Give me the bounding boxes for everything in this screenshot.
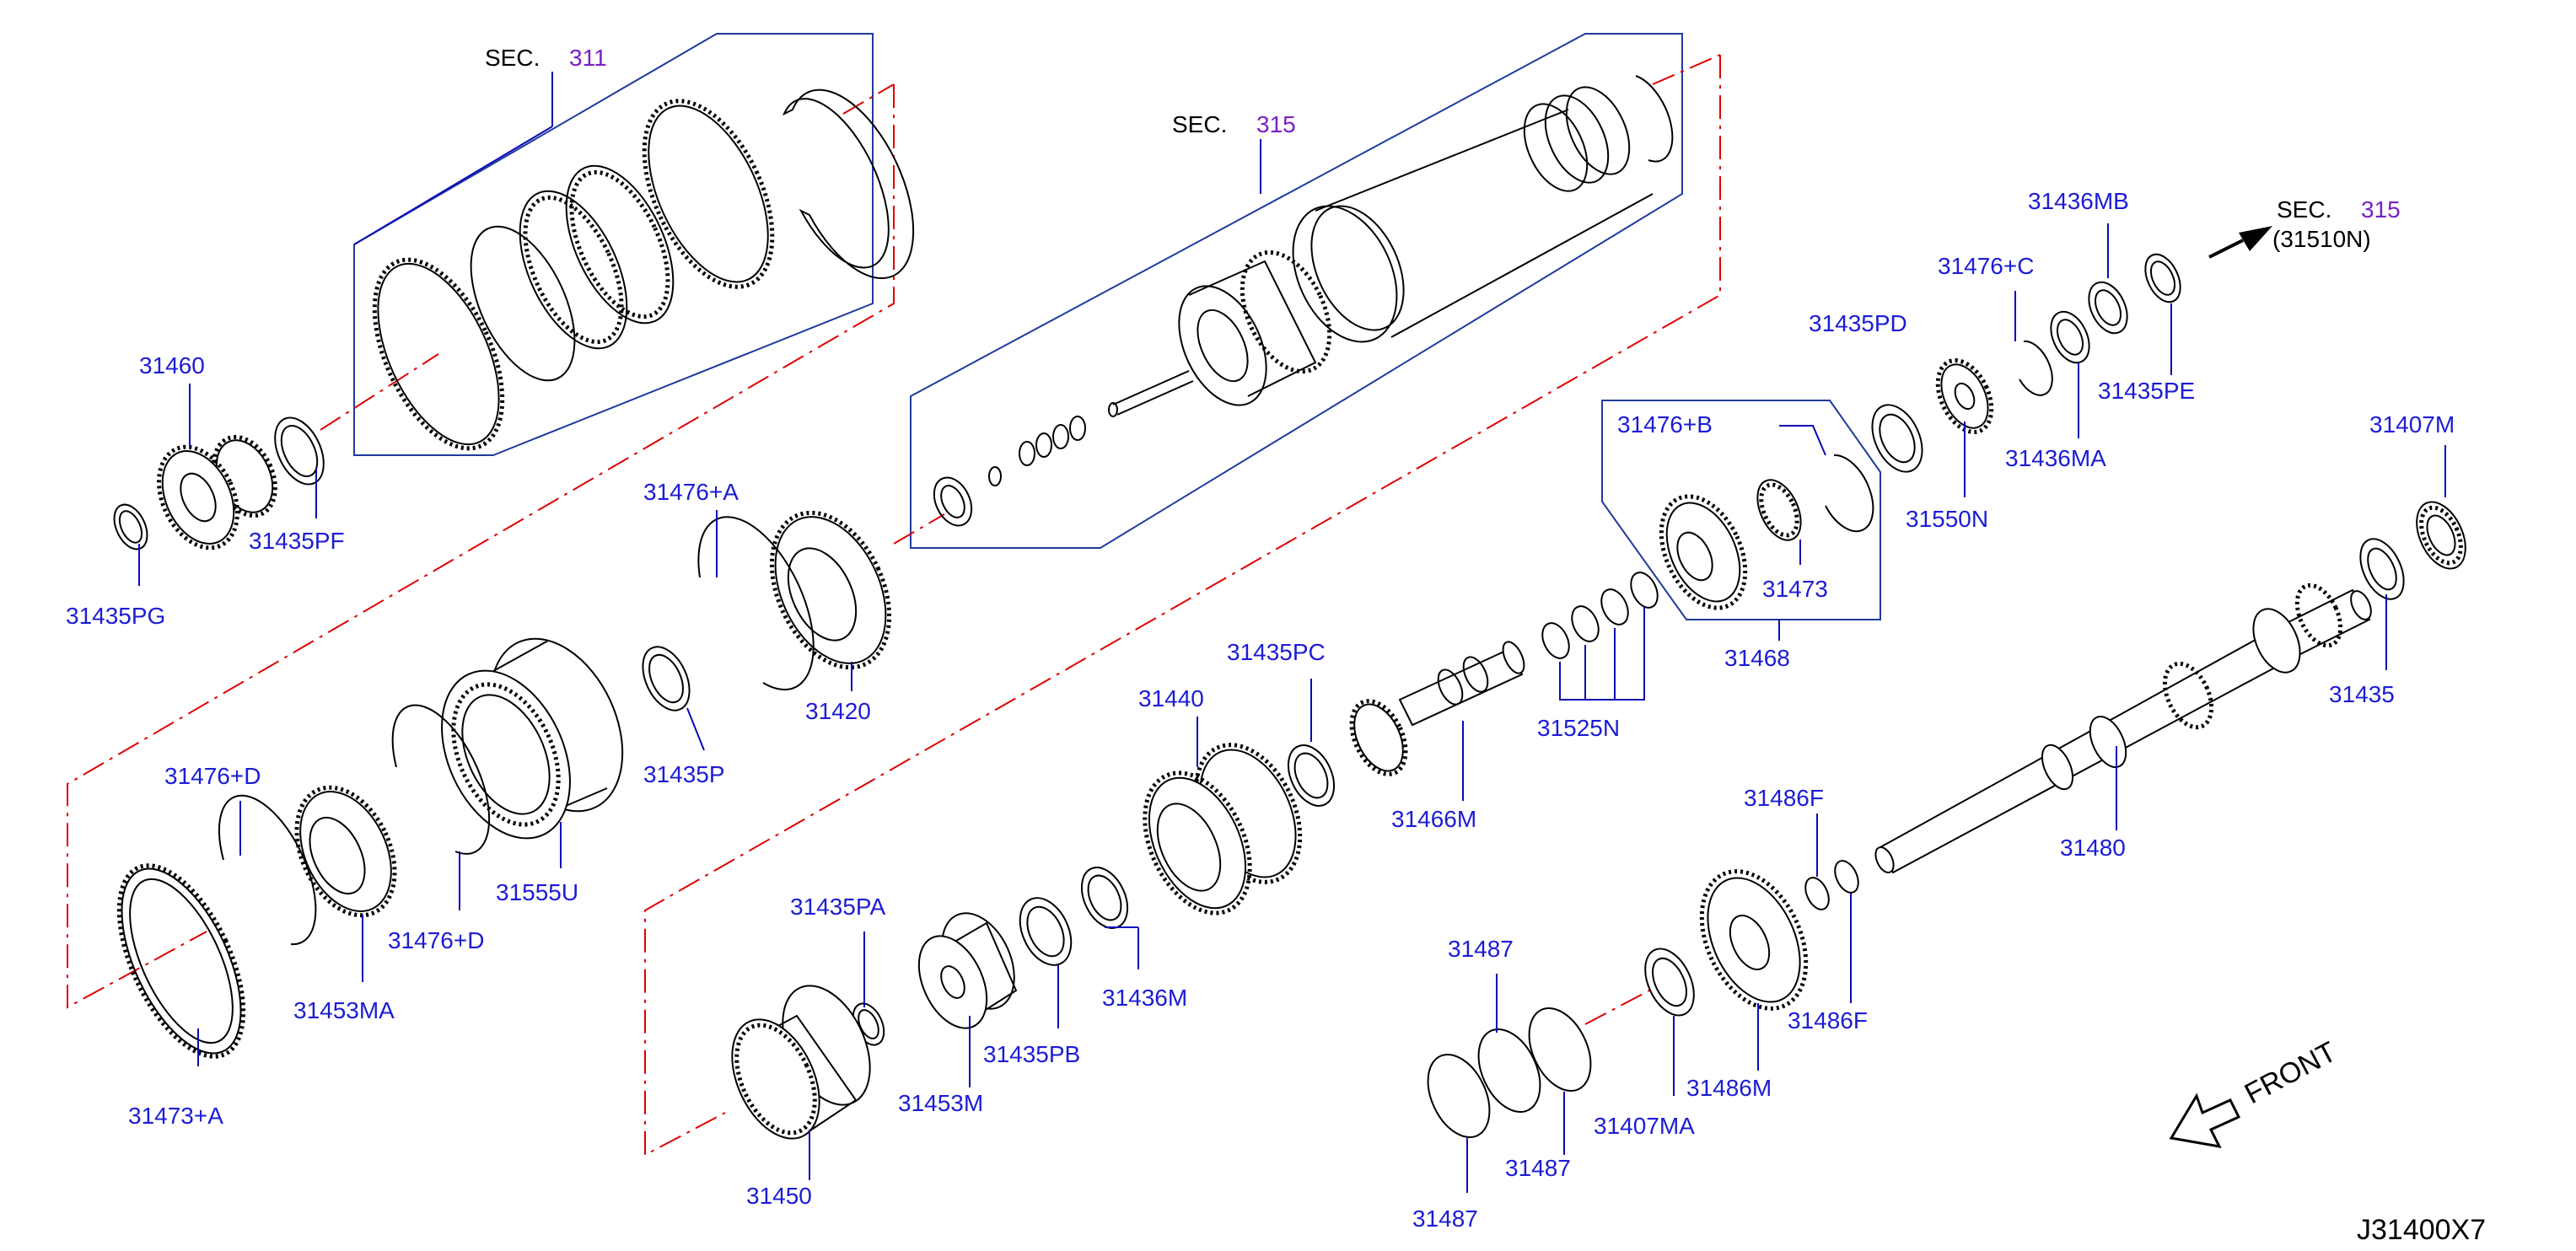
label-31487-bottom[interactable]: 31487 bbox=[1412, 1205, 1478, 1232]
bearing-31407M bbox=[2416, 501, 2466, 570]
drum-31450 bbox=[731, 985, 871, 1140]
bearing-31407MA bbox=[1644, 948, 1695, 1017]
diagram-code: J31400X7 bbox=[2357, 1214, 2486, 1246]
label-31476D-upper[interactable]: 31476+D bbox=[164, 763, 261, 789]
phantom-center bbox=[644, 55, 1721, 1157]
washer-31435 bbox=[2359, 538, 2405, 600]
phantom-311-top bbox=[842, 83, 895, 115]
label-31486F-lower[interactable]: 31486F bbox=[1788, 1007, 1868, 1034]
sec315b-number[interactable]: 315 bbox=[2361, 196, 2401, 223]
label-31450[interactable]: 31450 bbox=[746, 1183, 812, 1209]
label-31407MA[interactable]: 31407MA bbox=[1594, 1113, 1695, 1139]
washer-31435PC bbox=[1287, 744, 1336, 807]
leader-lines bbox=[138, 72, 2446, 1193]
plate-31473A bbox=[116, 863, 246, 1059]
label-31435PE[interactable]: 31435PE bbox=[2098, 378, 2195, 404]
part-31440-clutch-drum bbox=[1143, 743, 1303, 915]
washer-31435PD bbox=[1871, 404, 1923, 473]
sec315-prefix: SEC. bbox=[1172, 111, 1227, 137]
sec311-outline bbox=[353, 33, 874, 456]
label-31476B[interactable]: 31476+B bbox=[1617, 411, 1713, 438]
washer-31435PG bbox=[113, 503, 148, 550]
label-31487-top[interactable]: 31487 bbox=[1448, 936, 1514, 962]
front-label: FRONT bbox=[2240, 1036, 2342, 1111]
group-31468-outline bbox=[1601, 400, 1881, 620]
label-31436MA[interactable]: 31436MA bbox=[2005, 445, 2106, 471]
label-31550N[interactable]: 31550N bbox=[1906, 506, 1988, 532]
sec315b-prefix: SEC. bbox=[2277, 196, 2331, 223]
label-31466M[interactable]: 31466M bbox=[1391, 806, 1476, 832]
seal-rings-31487 bbox=[1427, 1007, 1592, 1139]
phantom-31487-to-31407MA bbox=[1584, 981, 1666, 1025]
washer-31435PF bbox=[274, 416, 325, 486]
washer-31435P bbox=[642, 646, 691, 711]
label-31476C[interactable]: 31476+C bbox=[1938, 253, 2034, 279]
shaft-31466M bbox=[1349, 641, 1525, 776]
label-31487-middle[interactable]: 31487 bbox=[1505, 1155, 1571, 1181]
snap-ring-31476D-lower bbox=[218, 794, 317, 946]
label-31440[interactable]: 31440 bbox=[1138, 685, 1204, 711]
label-31435[interactable]: 31435 bbox=[2329, 681, 2395, 707]
label-31473A[interactable]: 31473+A bbox=[128, 1103, 223, 1129]
bearing-31473 bbox=[1756, 479, 1802, 541]
label-31407M[interactable]: 31407M bbox=[2369, 411, 2455, 438]
front-arrow-icon bbox=[2169, 1093, 2241, 1148]
label-31436M[interactable]: 31436M bbox=[1102, 985, 1187, 1011]
phantom-315-to-31420 bbox=[893, 513, 945, 545]
washer-31435PE bbox=[2144, 253, 2181, 303]
sec315-number[interactable]: 315 bbox=[1256, 111, 1296, 137]
sec311-clutch-pack bbox=[372, 89, 915, 451]
sec311-prefix: SEC. bbox=[485, 45, 540, 71]
washer-31435PB bbox=[1019, 897, 1073, 966]
part-31468-gear bbox=[1659, 494, 1748, 610]
washer-31436M bbox=[1080, 867, 1129, 929]
main-shaft-31480 bbox=[1874, 583, 2372, 874]
part-31555U-clutch-hub bbox=[441, 637, 624, 840]
gear-31486M bbox=[1699, 869, 1809, 1011]
phantom-315-top bbox=[1652, 54, 1721, 85]
label-31435PF[interactable]: 31435PF bbox=[249, 528, 345, 554]
snap-ring-31476C bbox=[2019, 340, 2053, 396]
phantom-311-to-31460 bbox=[320, 353, 439, 431]
label-31476A[interactable]: 31476+A bbox=[643, 479, 739, 505]
sec315-shaft-assembly bbox=[933, 75, 1674, 527]
label-31525N[interactable]: 31525N bbox=[1537, 715, 1620, 741]
label-31486F-upper[interactable]: 31486F bbox=[1744, 785, 1824, 811]
label-31473[interactable]: 31473 bbox=[1762, 576, 1828, 602]
sec311-number[interactable]: 311 bbox=[569, 45, 607, 71]
label-31420[interactable]: 31420 bbox=[805, 698, 871, 724]
snap-ring-31476B bbox=[1825, 454, 1874, 533]
label-31480[interactable]: 31480 bbox=[2060, 835, 2126, 861]
part-31453MA-carrier bbox=[294, 785, 397, 918]
label-31435PG[interactable]: 31435PG bbox=[66, 603, 165, 629]
label-31435PA[interactable]: 31435PA bbox=[790, 894, 885, 920]
arrow-to-sec315 bbox=[2208, 226, 2272, 259]
gear-31550N bbox=[1935, 358, 1994, 434]
washer-31436MB bbox=[2088, 281, 2128, 335]
snap-ring-31476D-upper bbox=[391, 704, 491, 855]
label-31555U[interactable]: 31555U bbox=[496, 879, 578, 905]
label-31486M[interactable]: 31486M bbox=[1686, 1075, 1772, 1101]
label-31435PB[interactable]: 31435PB bbox=[983, 1041, 1080, 1067]
label-31435PD[interactable]: 31435PD bbox=[1809, 310, 1907, 336]
label-31453M[interactable]: 31453M bbox=[898, 1090, 983, 1116]
seal-rings-31486F bbox=[1804, 860, 1859, 910]
phantom-upper-left bbox=[67, 84, 895, 1009]
part-31420-drum bbox=[769, 510, 892, 670]
label-31460[interactable]: 31460 bbox=[139, 352, 205, 379]
part-31460-gear bbox=[157, 434, 277, 550]
label-31468[interactable]: 31468 bbox=[1724, 645, 1790, 671]
label-31435P[interactable]: 31435P bbox=[643, 761, 725, 787]
washer-31436MA bbox=[2050, 310, 2090, 364]
seal-rings-31525N bbox=[1541, 572, 1659, 659]
label-31435PC[interactable]: 31435PC bbox=[1227, 639, 1326, 665]
label-31436MB[interactable]: 31436MB bbox=[2028, 188, 2129, 214]
carrier-31453M bbox=[917, 912, 1018, 1029]
label-31476D-lower[interactable]: 31476+D bbox=[388, 927, 484, 953]
label-31453MA[interactable]: 31453MA bbox=[293, 997, 395, 1023]
sec315b-sub: (31510N) bbox=[2272, 226, 2371, 252]
sec315-outline bbox=[910, 33, 1683, 549]
snap-ring-31476A bbox=[697, 516, 815, 690]
